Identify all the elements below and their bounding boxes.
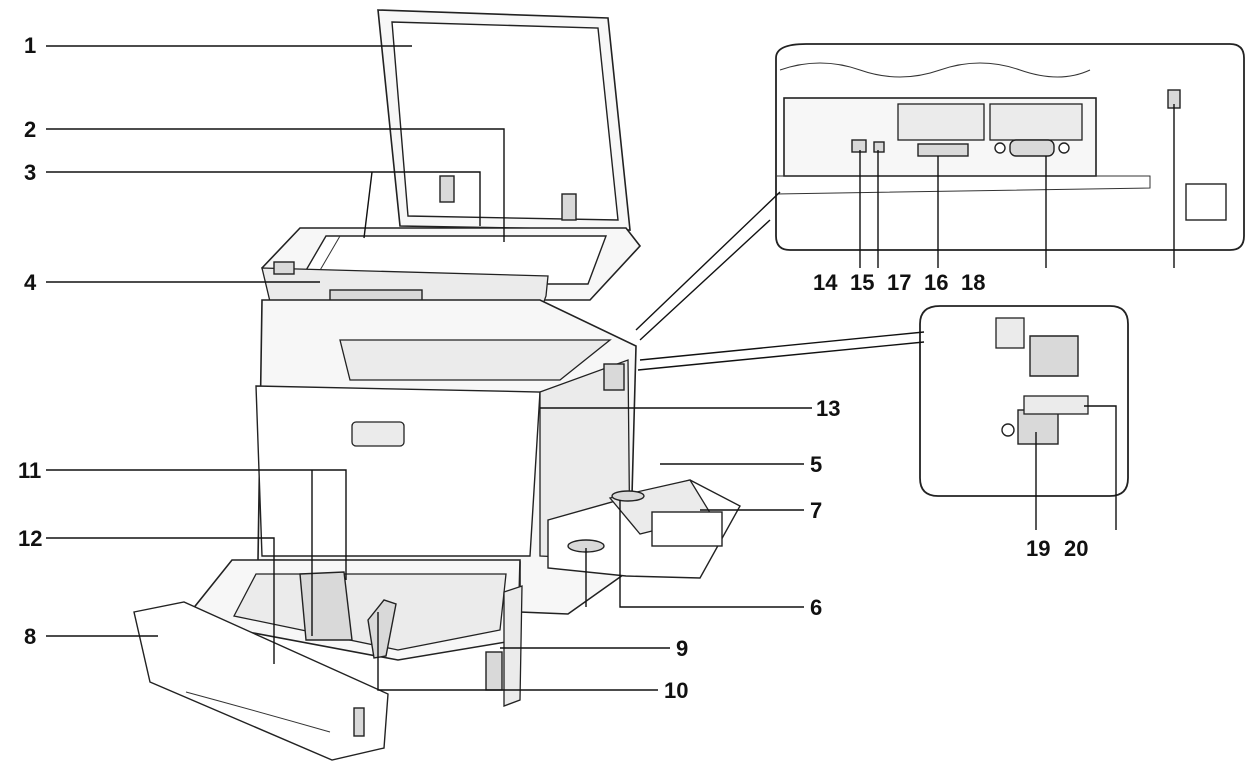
callout-labels: 1 2 3 4 5 6 7 8 9 10 11 12 13 14 15 17 1… bbox=[18, 33, 1088, 703]
power-connector bbox=[1017, 409, 1059, 445]
callout-20: 20 bbox=[1064, 536, 1088, 561]
callout-17: 17 bbox=[887, 270, 911, 295]
mp-tray-extension bbox=[651, 511, 723, 547]
callout-7: 7 bbox=[810, 498, 822, 523]
parallel-port bbox=[1009, 139, 1055, 157]
callout-12: 12 bbox=[18, 526, 42, 551]
usb-memory-slot bbox=[873, 141, 885, 153]
interface-panel-inset bbox=[635, 43, 1245, 341]
callout-9: 9 bbox=[676, 636, 688, 661]
callout-16: 16 bbox=[924, 270, 948, 295]
network-port bbox=[917, 143, 969, 157]
callout-5: 5 bbox=[810, 452, 822, 477]
callout-10: 10 bbox=[664, 678, 688, 703]
cassette-length-guide bbox=[299, 571, 353, 641]
callout-14: 14 bbox=[813, 270, 838, 295]
right-cover-lever bbox=[603, 363, 625, 391]
callout-1: 1 bbox=[24, 33, 36, 58]
leader-lines bbox=[46, 45, 1175, 691]
front-cover bbox=[255, 385, 541, 557]
panel-power-key bbox=[273, 261, 295, 275]
paper-gauge bbox=[485, 651, 503, 691]
option-slot-1 bbox=[897, 103, 985, 141]
callout-15: 15 bbox=[850, 270, 874, 295]
cover-hinge-right bbox=[561, 193, 577, 221]
callout-2: 2 bbox=[24, 117, 36, 142]
callout-3: 3 bbox=[24, 160, 36, 185]
callout-6: 6 bbox=[810, 595, 822, 620]
front-cover-handle bbox=[351, 421, 405, 447]
callout-13: 13 bbox=[816, 396, 840, 421]
mp-slider-top bbox=[611, 490, 645, 502]
power-switch-inset bbox=[637, 305, 1129, 497]
cassette-width-guide bbox=[367, 599, 397, 659]
callout-11: 11 bbox=[18, 458, 41, 483]
callout-4: 4 bbox=[24, 270, 37, 295]
copier-illustration bbox=[133, 9, 741, 761]
cassette-gauge bbox=[353, 707, 365, 737]
callout-8: 8 bbox=[24, 624, 36, 649]
callout-18: 18 bbox=[961, 270, 985, 295]
callout-19: 19 bbox=[1026, 536, 1050, 561]
usb-port bbox=[851, 139, 867, 153]
main-power-switch-detail bbox=[1023, 395, 1089, 415]
cover-hinge-left bbox=[439, 175, 455, 203]
cassette-front bbox=[133, 601, 389, 761]
inner-output-tray bbox=[339, 339, 612, 381]
option-slot-2 bbox=[989, 103, 1083, 141]
